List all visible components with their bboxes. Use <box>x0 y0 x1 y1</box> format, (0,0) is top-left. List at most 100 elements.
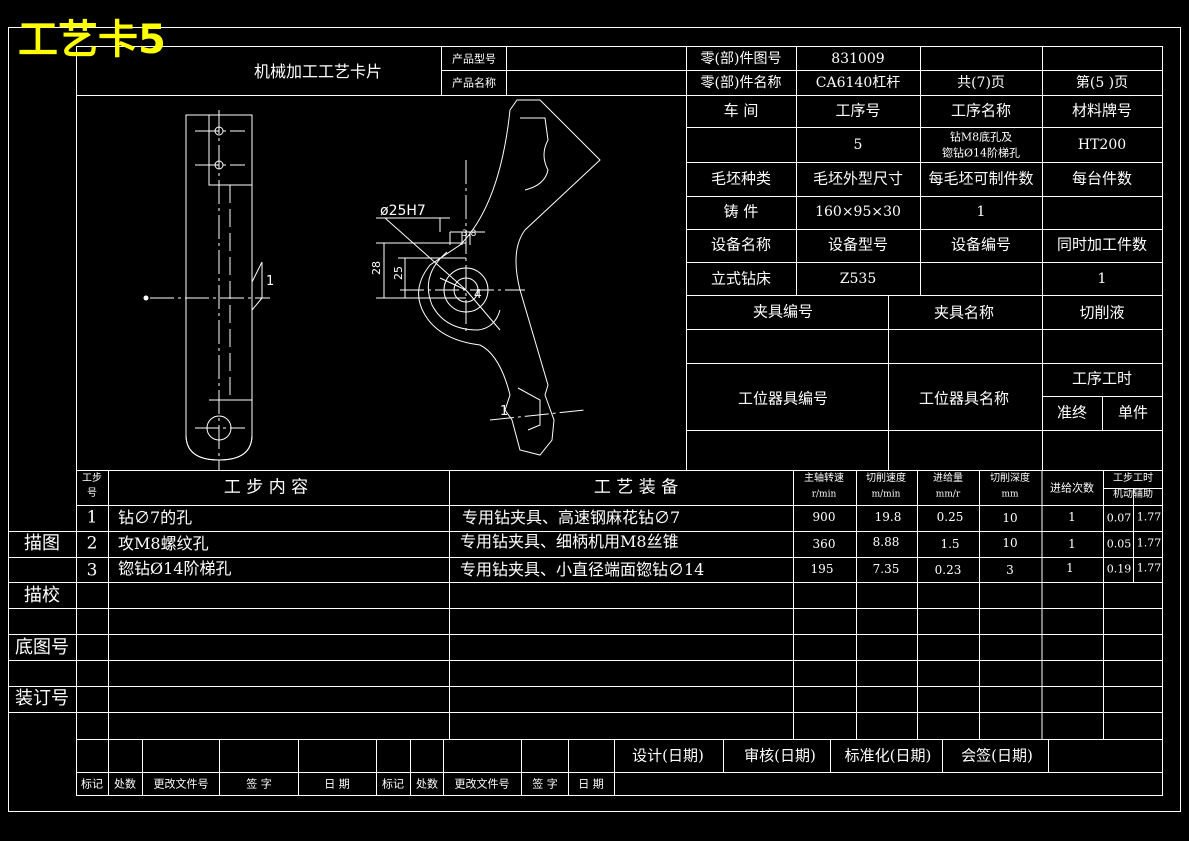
product-model-label: 产品型号 <box>452 52 496 66</box>
side-label-base-no: 底图号 <box>15 637 69 658</box>
step-equip: 专用钻夹具、小直径端面锪钻∅14 <box>460 560 705 579</box>
step-speed: 360 <box>812 537 836 551</box>
simul-parts-value: 1 <box>1097 271 1107 287</box>
part-name-label: 零(部)件名称 <box>700 75 782 91</box>
signoff-design: 设计(日期) <box>632 746 704 765</box>
signoff-countersign: 会签(日期) <box>961 746 1033 765</box>
equip-model-value: Z535 <box>839 271 877 287</box>
h-passes: 进给次数 <box>1050 481 1094 495</box>
h-step-1: 工步 <box>82 473 102 484</box>
rev-date: 日 期 <box>324 777 350 791</box>
h-time-2: 机动辅助 <box>1113 489 1153 500</box>
step-passes: 1 <box>1068 510 1076 524</box>
product-name-label: 产品名称 <box>452 76 496 90</box>
step-depth: 10 <box>1002 536 1018 550</box>
station-tool-no-label: 工位器具编号 <box>737 389 829 408</box>
step-feed: 0.23 <box>934 563 962 577</box>
step-feed: 0.25 <box>936 510 964 524</box>
material-value: HT200 <box>1077 137 1127 153</box>
parts-per-blank-value: 1 <box>976 204 986 220</box>
side-label-draw: 描图 <box>24 533 60 554</box>
step-passes: 1 <box>1068 537 1076 551</box>
blank-size-value: 160×95×30 <box>815 204 901 220</box>
part-front-view <box>418 99 601 456</box>
fixture-name-label: 夹具名称 <box>933 303 995 322</box>
h-depth-2: mm <box>1001 489 1019 500</box>
h-feed-1: 进给量 <box>933 473 963 484</box>
step-vc: 19.8 <box>874 510 902 524</box>
step-passes: 1 <box>1066 561 1074 575</box>
mark-4: 4 <box>474 287 482 301</box>
material-label: 材料牌号 <box>1071 101 1133 120</box>
step-no: 2 <box>86 533 98 554</box>
h-vc-2: m/min <box>871 489 901 500</box>
unit-time-label: 单件 <box>1117 403 1149 422</box>
rev-date-2: 日 期 <box>578 777 604 791</box>
workshop-label: 车 间 <box>723 101 759 120</box>
step-no: 1 <box>86 507 98 528</box>
step-depth: 3 <box>1006 563 1014 577</box>
process-time-label: 工序工时 <box>1071 369 1133 388</box>
rev-count: 处数 <box>114 777 136 791</box>
mark-1-front: 1 <box>500 404 508 419</box>
step-time-aux: 1.77 <box>1136 536 1162 550</box>
dim-3-8-label: 3.8 <box>462 229 477 239</box>
h-depth-1: 切削深度 <box>990 473 1030 484</box>
page-number: 第(5 )页 <box>1075 75 1129 91</box>
process-name-label: 工序名称 <box>950 101 1012 120</box>
dim-25-label: 25 <box>392 266 405 280</box>
h-step-equip: 工 艺 装 备 <box>593 477 679 498</box>
rev-sign: 签 字 <box>246 777 272 791</box>
part-name-value: CA6140杠杆 <box>815 75 901 91</box>
rev-doc-no-2: 更改文件号 <box>454 777 510 791</box>
equip-name-label: 设备名称 <box>710 235 772 254</box>
rev-sign-2: 签 字 <box>532 777 558 791</box>
step-time-machine: 0.05 <box>1106 537 1132 551</box>
blank-size-label: 毛坯外型尺寸 <box>812 169 904 188</box>
step-content: 钻∅7的孔 <box>118 508 193 527</box>
step-time-machine: 0.19 <box>1106 562 1132 576</box>
step-time-aux: 1.77 <box>1136 561 1162 575</box>
parts-per-machine-label: 每台件数 <box>1071 169 1133 188</box>
step-time-aux: 1.77 <box>1136 510 1162 524</box>
side-label-binding-no: 装订号 <box>15 688 69 709</box>
rev-mark: 标记 <box>81 777 103 791</box>
step-content: 锪钻Ø14阶梯孔 <box>118 559 232 578</box>
h-feed-2: mm/r <box>935 489 961 500</box>
h-time-1: 工步工时 <box>1113 473 1153 484</box>
process-name-value-1: 钻M8底孔及 <box>949 130 1013 144</box>
signoff-standard: 标准化(日期) <box>844 746 932 765</box>
step-content: 攻M8螺纹孔 <box>118 534 209 553</box>
step-equip: 专用钻夹具、高速钢麻花钻∅7 <box>462 508 681 527</box>
step-vc: 7.35 <box>872 562 900 576</box>
part-side-view <box>185 114 263 461</box>
side-label-check: 描校 <box>24 585 60 606</box>
step-vc: 8.88 <box>872 535 900 549</box>
signoff-review: 审核(日期) <box>744 746 816 765</box>
simul-parts-label: 同时加工件数 <box>1056 235 1148 254</box>
blank-type-label: 毛坯种类 <box>710 169 772 188</box>
step-speed: 195 <box>810 562 834 576</box>
station-tool-name-label: 工位器具名称 <box>918 389 1010 408</box>
part-no-label: 零(部)件图号 <box>700 51 782 67</box>
step-speed: 900 <box>812 510 836 524</box>
equip-name-value: 立式钻床 <box>710 269 772 288</box>
step-feed: 1.5 <box>940 537 960 551</box>
h-speed-2: r/min <box>811 489 837 500</box>
part-no-value: 831009 <box>831 51 885 67</box>
process-no-label: 工序号 <box>835 101 881 120</box>
step-no: 3 <box>86 560 98 581</box>
total-pages: 共(7)页 <box>957 75 1005 91</box>
h-step-content: 工 步 内 容 <box>223 477 309 498</box>
step-equip: 专用钻夹具、细柄机用M8丝锥 <box>460 532 679 551</box>
h-step-2: 号 <box>87 488 97 499</box>
rev-mark-2: 标记 <box>382 777 404 791</box>
card-title: 机械加工工艺卡片 <box>253 62 383 81</box>
fixture-no-label: 夹具编号 <box>752 302 814 321</box>
step-depth: 10 <box>1002 511 1018 525</box>
h-speed-1: 主轴转速 <box>804 473 844 484</box>
equip-model-label: 设备型号 <box>827 235 889 254</box>
process-no-value: 5 <box>853 137 863 153</box>
